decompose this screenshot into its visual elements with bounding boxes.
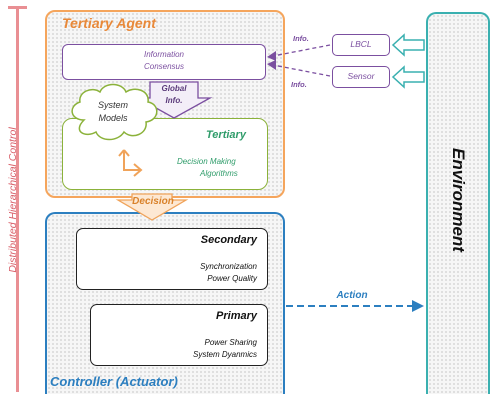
hierarchy-axis-line	[16, 6, 19, 392]
secondary-title: Secondary	[200, 234, 257, 246]
info-label-top: Info.	[293, 34, 309, 43]
secondary-line1: Synchronization	[200, 262, 257, 271]
environment-panel	[426, 12, 490, 394]
global-info-line2: Info.	[165, 96, 183, 105]
action-arrowhead	[412, 300, 424, 312]
secondary-line2: Power Quality	[207, 274, 257, 283]
env-to-lbcl-arrow	[391, 33, 425, 57]
primary-box	[90, 304, 268, 366]
primary-line1: Power Sharing	[204, 338, 257, 347]
sensor-label: Sensor	[347, 71, 375, 81]
info-arrowhead-top	[267, 51, 276, 61]
system-models-line1: System	[97, 100, 129, 110]
loop-arrows-icon	[118, 149, 143, 177]
info-arrowhead-bottom	[267, 60, 276, 70]
decision-label: Decision	[132, 196, 174, 207]
info-line-top	[267, 44, 331, 58]
info-line-bottom	[267, 63, 331, 77]
controller-title: Controller (Actuator)	[50, 374, 178, 389]
decision-making-line1: Decision Making	[177, 157, 236, 166]
primary-title: Primary	[216, 310, 257, 322]
information-consensus-box	[62, 44, 266, 80]
sensor-box	[332, 66, 390, 88]
global-info-line1: Global	[161, 84, 187, 93]
info-label-bottom: Info.	[291, 80, 307, 89]
information-consensus-line1: Information	[143, 50, 185, 59]
tertiary-title: Tertiary	[206, 129, 246, 141]
tertiary-agent-title: Tertiary Agent	[62, 15, 156, 31]
information-consensus-line2: Consensus	[143, 62, 185, 71]
system-models-cloud	[71, 83, 158, 141]
secondary-box	[76, 228, 268, 290]
decision-arrow	[115, 193, 189, 221]
hierarchy-axis-cap	[8, 6, 27, 9]
primary-line2: System Dyanmics	[192, 350, 257, 359]
decision-making-line2: Algorithms	[200, 169, 238, 178]
env-to-sensor-arrow	[391, 65, 425, 89]
lbcl-box	[332, 34, 390, 56]
action-label: Action	[336, 290, 368, 301]
lbcl-label: LBCL	[350, 39, 372, 49]
system-models-line2: Models	[98, 113, 128, 123]
